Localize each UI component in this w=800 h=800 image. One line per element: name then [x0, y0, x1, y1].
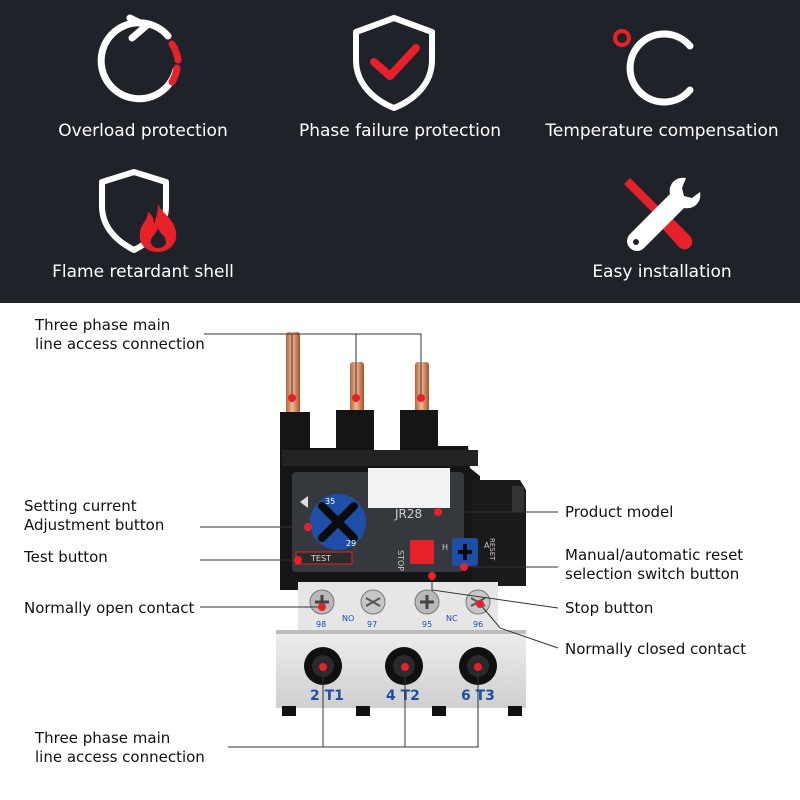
shield-check-icon	[353, 15, 435, 111]
aux-screw-95	[414, 589, 440, 615]
refresh-circle-icon	[97, 14, 182, 103]
label-normally-open: Normally open contact	[24, 599, 195, 617]
terminal-no-text: NO	[342, 614, 354, 623]
label-test-button: Test button	[24, 548, 108, 566]
callout-dot	[294, 556, 302, 564]
t2-text: 4 T2	[386, 688, 420, 704]
model-text: JR28	[394, 507, 422, 521]
red-stop-button	[410, 540, 434, 564]
callout-dot	[319, 663, 327, 671]
svg-text:29: 29	[346, 539, 356, 548]
feature-label-overload: Overload protection	[58, 121, 228, 141]
callout-dot	[460, 563, 468, 571]
terminal-95-text: 95	[422, 620, 432, 629]
feature-label-easy-installation: Easy installation	[592, 262, 732, 282]
callout-dot	[318, 603, 326, 611]
reset-text: RESET	[488, 538, 496, 561]
bottom-feet	[282, 706, 522, 716]
tools-icon	[624, 177, 701, 251]
callout-dot	[476, 600, 484, 608]
terminal-98-text: 98	[316, 620, 326, 629]
terminal-96-text: 96	[473, 620, 483, 629]
callout-dot	[474, 663, 482, 671]
callout-dot	[434, 508, 442, 516]
a-text: A	[484, 541, 490, 550]
label-bottom-line-access: Three phase main line access connection	[35, 729, 205, 766]
label-manual-auto-reset: Manual/automatic reset selection switch …	[565, 546, 744, 583]
callout-dot	[428, 572, 436, 580]
terminal-nc-text: NC	[446, 614, 458, 623]
terminal-97-text: 97	[367, 620, 377, 629]
feature-label-flame-shell: Flame retardant shell	[52, 262, 234, 282]
test-text: TEST	[310, 554, 331, 563]
callout-dot	[352, 394, 360, 402]
reset-selector	[452, 538, 478, 566]
callout-dot	[401, 663, 409, 671]
label-top-line-access: Three phase main line access connection	[35, 316, 205, 353]
callout-dot	[304, 523, 312, 531]
aux-screw-97	[360, 589, 386, 615]
label-normally-closed: Normally closed contact	[565, 640, 747, 658]
callout-dot	[288, 394, 296, 402]
stop-text: STOP	[396, 550, 405, 571]
label-stop-button: Stop button	[565, 599, 654, 617]
thermal-relay-illustration: 35 29 JR28 TEST STOP H A RESET 98 NO 97 …	[276, 332, 526, 716]
feature-label-temperature: Temperature compensation	[545, 121, 779, 141]
label-product-model: Product model	[565, 503, 674, 521]
svg-text:35: 35	[325, 497, 335, 506]
label-setting-current: Setting current Adjustment button	[24, 497, 165, 534]
current-adjust-dial: 35 29	[310, 494, 366, 550]
callout-dot	[417, 394, 425, 402]
feature-label-phase-failure: Phase failure protection	[298, 121, 502, 141]
t1-text: 2 T1	[310, 688, 344, 704]
celsius-icon	[613, 29, 694, 106]
feature-banner: Overload protection Phase failure protec…	[0, 0, 800, 303]
shield-flame-icon	[99, 169, 177, 253]
h-text: H	[442, 543, 448, 552]
